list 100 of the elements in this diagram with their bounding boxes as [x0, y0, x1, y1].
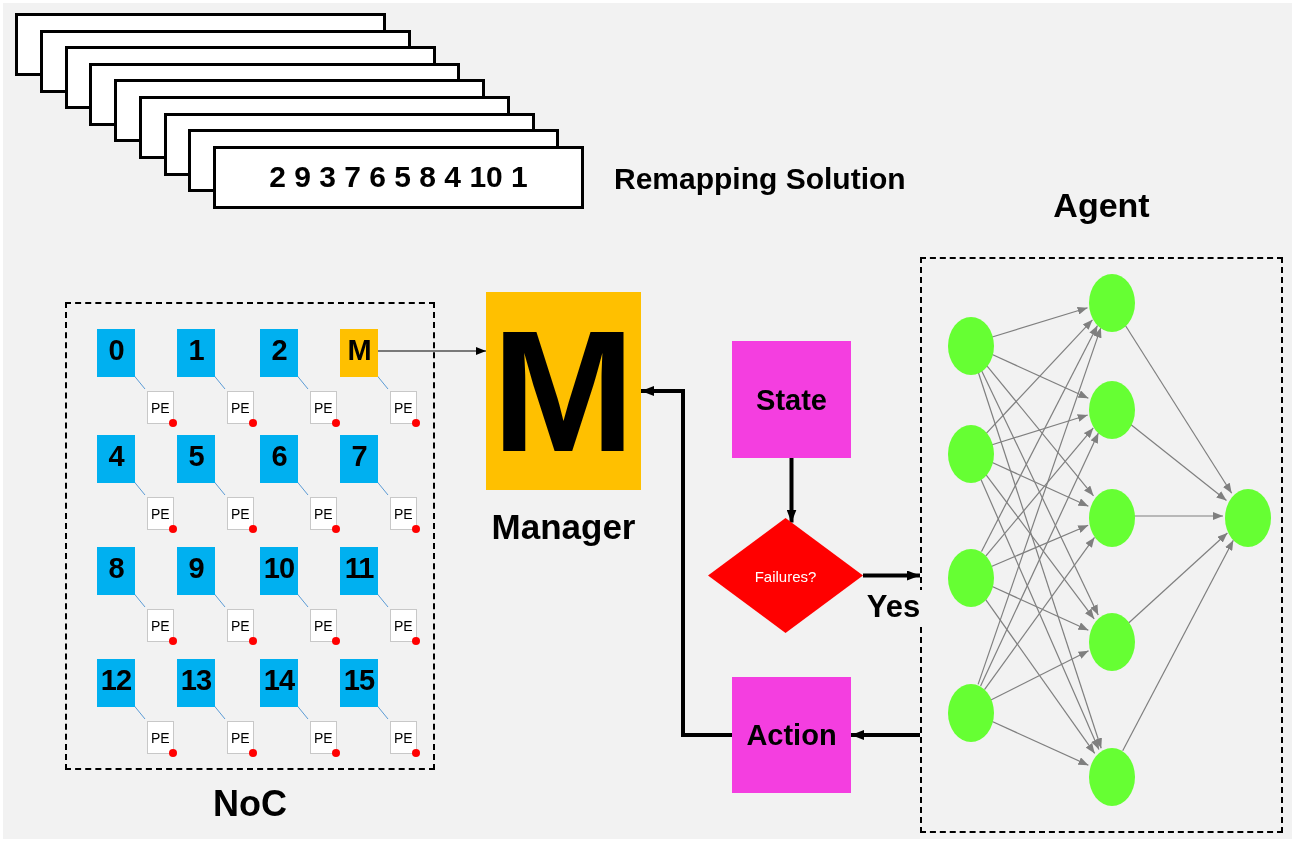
caption-label: Remapping Solution: [614, 160, 906, 197]
process-box: [732, 341, 851, 458]
router-box: [177, 659, 215, 707]
router-number: 14: [263, 666, 295, 695]
neuron-circle: [1089, 274, 1135, 332]
arrow: [1122, 539, 1234, 752]
process-label: State: [756, 385, 827, 414]
pe-label: PE: [151, 731, 170, 745]
pe-label: PE: [231, 507, 250, 521]
router-box: [177, 547, 215, 595]
router-number: M: [347, 336, 371, 365]
process-label: Action: [746, 720, 837, 750]
router-box: [340, 329, 378, 377]
arrow: [980, 432, 1099, 687]
arrow: [985, 427, 1094, 557]
pe-box: [227, 391, 254, 424]
process-box: [732, 677, 851, 793]
router-number: 4: [108, 442, 124, 471]
router-box: [97, 547, 135, 595]
pe-box: [227, 609, 254, 642]
arrow: [786, 458, 797, 523]
pe-label: PE: [151, 619, 170, 633]
router-box: [97, 435, 135, 483]
group-title: NoC: [213, 782, 287, 826]
arrow: [985, 319, 1094, 434]
neuron-circle: [948, 684, 994, 742]
pe-label: PE: [231, 731, 250, 745]
router-number: 7: [351, 442, 367, 471]
neuron-circle: [1225, 489, 1271, 547]
pe-label: PE: [231, 619, 250, 633]
manager-title: Manager: [491, 506, 636, 548]
router-number: 2: [271, 336, 287, 365]
arrow: [983, 536, 1096, 691]
pe-label: PE: [394, 507, 413, 521]
solution-card: [188, 129, 560, 146]
pe-box: [310, 721, 337, 754]
group-title: Agent: [1053, 185, 1150, 226]
arrow: [990, 306, 1089, 338]
arrow: [1128, 532, 1228, 624]
arrow: [990, 585, 1089, 631]
pe-box: [147, 497, 174, 530]
pe-label: PE: [151, 507, 170, 521]
pe-box: [390, 721, 417, 754]
neuron-circle: [948, 425, 994, 483]
router-box: [260, 329, 298, 377]
pe-box: [227, 497, 254, 530]
pe-label: PE: [314, 731, 333, 745]
manager-letter: M: [491, 305, 636, 477]
pe-box: [310, 391, 337, 424]
decision-label: Failures?: [754, 568, 817, 583]
neuron-circle: [1089, 489, 1135, 547]
router-number: 8: [108, 554, 124, 583]
pe-box: [147, 721, 174, 754]
router-number: 15: [343, 666, 375, 695]
pe-box: [310, 609, 337, 642]
neuron-circle: [948, 317, 994, 375]
neuron-circle: [948, 549, 994, 607]
pe-label: PE: [394, 619, 413, 633]
router-box: [97, 329, 135, 377]
solution-card: [138, 96, 510, 113]
neuron-circle: [1089, 613, 1135, 671]
pe-label: PE: [151, 401, 170, 415]
arrow: [990, 353, 1089, 399]
arrow: [641, 386, 732, 737]
arrow: [990, 524, 1089, 568]
pe-box: [390, 391, 417, 424]
pe-label: PE: [314, 507, 333, 521]
router-box: [340, 435, 378, 483]
solution-card: [64, 46, 436, 63]
router-number: 9: [188, 554, 204, 583]
arrow: [1123, 323, 1233, 494]
router-box: [260, 435, 298, 483]
router-box: [340, 659, 378, 707]
router-number: 10: [263, 554, 295, 583]
router-number: 6: [271, 442, 287, 471]
router-number: 1: [188, 336, 204, 365]
pe-label: PE: [231, 401, 250, 415]
arrow: [990, 720, 1089, 766]
router-number: 11: [344, 554, 374, 583]
pe-label: PE: [314, 401, 333, 415]
router-box: [260, 659, 298, 707]
pe-box: [227, 721, 254, 754]
arrow: [851, 730, 920, 740]
router-box: [340, 547, 378, 595]
router-number: 5: [188, 442, 204, 471]
pe-label: PE: [394, 401, 413, 415]
solution-sequence: 2 9 3 7 6 5 8 4 10 1: [269, 162, 528, 193]
arrow: [983, 597, 1096, 754]
arrow: [977, 327, 1102, 685]
solution-card: [114, 79, 485, 96]
arrow: [980, 324, 1099, 553]
pe-label: PE: [314, 619, 333, 633]
solution-card: [15, 13, 386, 30]
arrow: [990, 461, 1089, 507]
pe-box: [390, 609, 417, 642]
router-box: [260, 547, 298, 595]
arrow: [990, 414, 1089, 446]
router-box: [177, 329, 215, 377]
pe-box: [147, 391, 174, 424]
router-number: 0: [108, 336, 124, 365]
